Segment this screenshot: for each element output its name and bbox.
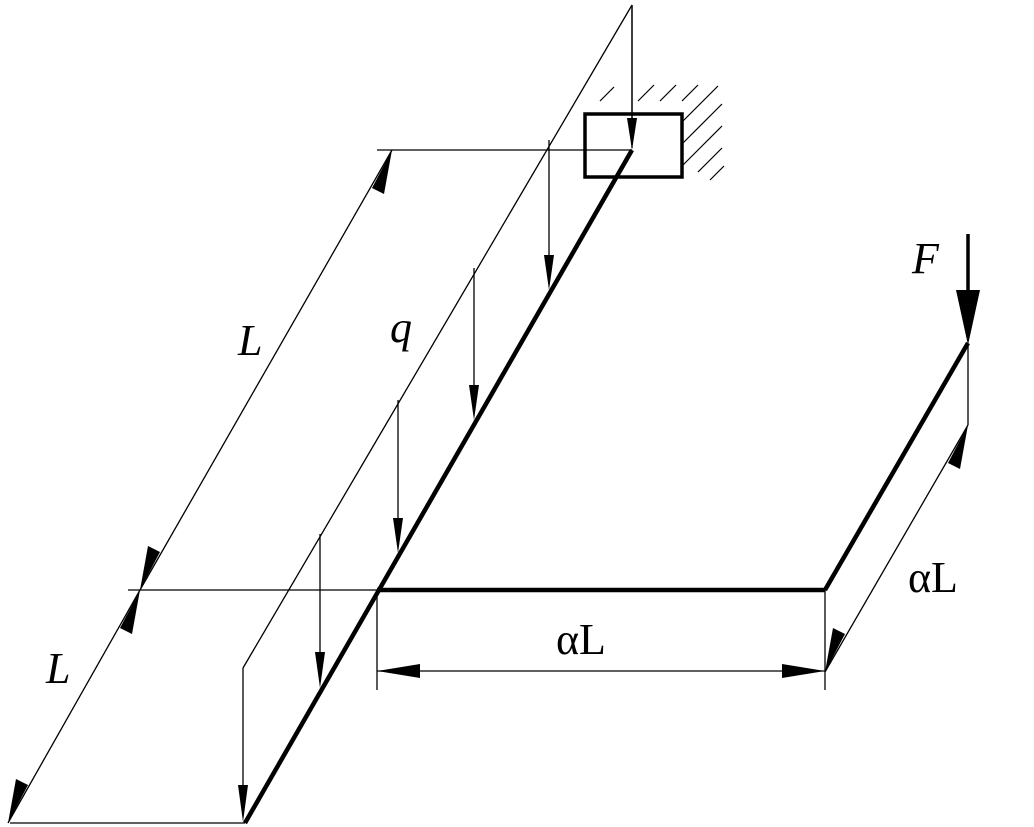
support-hatching	[599, 84, 725, 181]
load-arrowhead-2	[544, 255, 554, 290]
load-arrowhead-6	[238, 785, 248, 822]
distributed-load: q	[238, 4, 637, 822]
load-arrowhead-4	[393, 518, 403, 553]
dim-label-oblique-alphaL: αL	[908, 553, 958, 602]
dim-arrowhead-lower-L-bottom	[8, 779, 28, 823]
dim-label-lower-L: L	[45, 644, 70, 693]
beam-main-oblique	[243, 148, 634, 825]
dim-line-lower-L	[7, 589, 141, 824]
dim-arrowhead-oblique-top	[948, 425, 968, 469]
dim-line-oblique-alphaL	[824, 424, 969, 673]
support-block	[583, 112, 684, 179]
fixed-support	[583, 84, 725, 181]
dim-arrowhead-lower-L-top	[120, 590, 140, 634]
dim-arrowhead-horizontal-left	[377, 664, 420, 678]
dimension-lower-L: L	[7, 589, 141, 824]
dimension-upper-L: L	[139, 149, 393, 591]
dimension-horizontal-alphaL: αL	[377, 615, 825, 678]
dim-arrowhead-oblique-bottom	[825, 628, 845, 672]
dim-label-upper-L: L	[237, 316, 262, 365]
dim-arrowhead-horizontal-right	[782, 664, 825, 678]
point-force: F	[911, 234, 980, 345]
dim-arrowhead-upper-L-top	[372, 150, 392, 194]
dim-label-horizontal-alphaL: αL	[556, 615, 606, 664]
dim-arrowhead-upper-L-bottom	[140, 546, 160, 590]
dim-line-upper-L	[139, 149, 393, 591]
load-envelope-line	[242, 4, 633, 669]
force-label-F: F	[911, 234, 940, 283]
load-label-q: q	[390, 303, 412, 352]
extension-lines	[10, 149, 969, 824]
beam-frame	[243, 148, 970, 825]
load-arrowhead-3	[469, 385, 479, 420]
beam-end-oblique	[823, 341, 970, 592]
force-arrowhead	[956, 290, 980, 345]
load-arrowhead-5	[315, 652, 325, 688]
dimension-oblique-alphaL: αL	[824, 424, 969, 673]
load-arrowhead-1	[627, 118, 637, 150]
